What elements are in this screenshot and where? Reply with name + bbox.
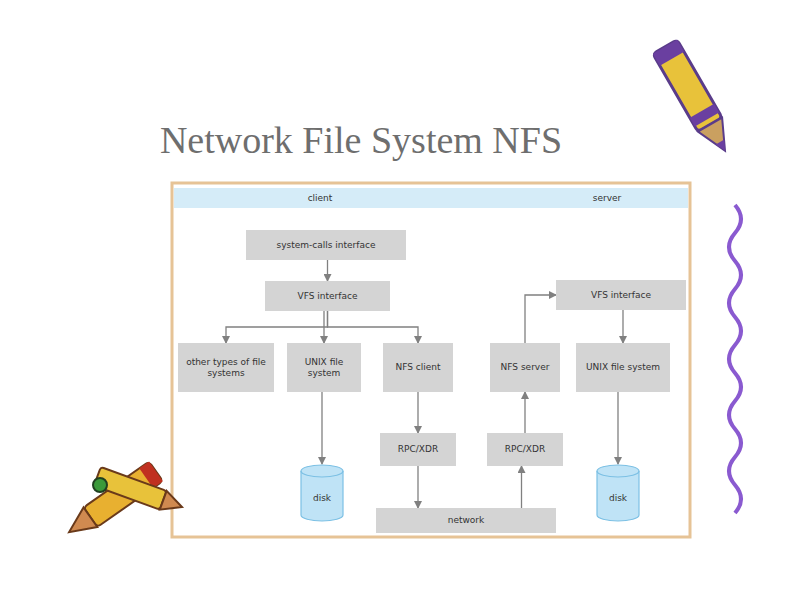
interface-box: system-calls interface <box>246 230 406 260</box>
slide-title: Network File System NFS <box>96 118 626 162</box>
node-label: RPC/XDR <box>501 442 549 457</box>
flow-arrow <box>417 392 418 433</box>
filesystem-box: UNIX file system <box>576 343 670 392</box>
column-label: server <box>567 193 647 203</box>
interface-box: VFS interface <box>265 281 390 311</box>
network-bar: network <box>376 508 556 533</box>
header-band <box>174 188 688 208</box>
node-label: VFS interface <box>294 289 362 304</box>
nfs-box: NFS server <box>490 343 560 392</box>
node-label: disk <box>309 491 335 506</box>
filesystem-box: other types of file systems <box>178 343 274 392</box>
node-label: other types of file systems <box>178 355 274 381</box>
flow-arrow <box>323 311 324 343</box>
flow-arrow <box>417 466 418 508</box>
rpc-box: RPC/XDR <box>487 433 563 466</box>
flow-arrow <box>321 392 322 464</box>
flow-arrow <box>327 260 328 281</box>
nfs-box: NFS client <box>383 343 453 392</box>
disk-cylinder: disk <box>300 464 344 522</box>
flow-arrow <box>525 295 556 343</box>
node-label: RPC/XDR <box>394 442 442 457</box>
diagram-frame <box>172 183 690 537</box>
node-label: system-calls interface <box>273 238 380 253</box>
column-label: client <box>280 193 360 203</box>
flow-arrow <box>521 466 522 508</box>
flow-arrow <box>524 392 525 433</box>
crayon-scribble <box>729 205 741 513</box>
node-label: VFS interface <box>587 288 655 303</box>
flow-arrow <box>328 311 419 343</box>
filesystem-box: UNIX file system <box>287 343 361 392</box>
node-label: network <box>444 513 489 528</box>
node-label: NFS server <box>497 360 554 375</box>
flow-arrow <box>622 310 623 343</box>
crayon-bottom <box>62 461 185 541</box>
interface-box: VFS interface <box>556 280 686 310</box>
disk-cylinder: disk <box>596 464 640 522</box>
crayon-top <box>653 40 737 158</box>
node-label: disk <box>605 491 631 506</box>
flow-arrow <box>617 392 618 464</box>
rpc-box: RPC/XDR <box>380 433 456 466</box>
node-label: NFS client <box>391 360 444 375</box>
node-label: UNIX file system <box>582 360 664 375</box>
node-label: UNIX file system <box>287 355 361 381</box>
flow-arrow <box>226 311 328 343</box>
